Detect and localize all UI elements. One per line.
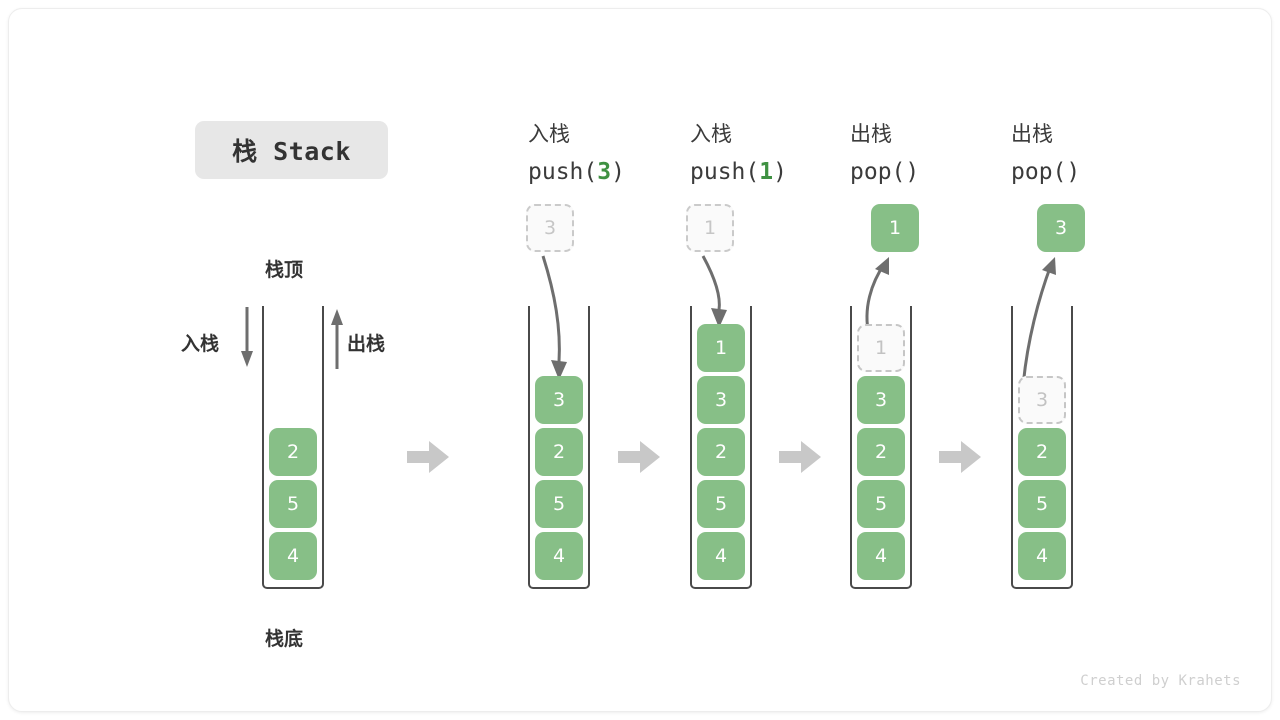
diagram-title-chip: 栈 Stack [195,121,388,179]
stack-2-cell: 5 [697,480,745,528]
column-op-label-4: 出栈 [1011,122,1053,146]
stack-2-cell: 3 [697,376,745,424]
column-code-label-1: push(3) [528,159,625,185]
column-code-label-2: push(1) [690,159,787,185]
push-direction-label: 入栈 [181,333,220,355]
flow-arrow-icon-3 [779,440,821,474]
stack-2-cell: 1 [697,324,745,372]
column-op-label-1: 入栈 [528,122,570,146]
stack-3-cell: 5 [857,480,905,528]
flow-arrow-icon-4 [939,440,981,474]
push-arrow-down-icon [237,307,257,369]
reference-stack-cell: 2 [269,428,317,476]
stack-2-cell: 2 [697,428,745,476]
column-header-1: 入栈 push(3) [528,115,708,191]
pop-direction-label: 出栈 [347,333,386,355]
credit-text: Created by Krahets [1080,673,1241,689]
pop-arrow-up-icon [327,307,347,369]
stack-1-cell: 4 [535,532,583,580]
page-title: 栈 Stack [232,137,351,166]
stack-3-cell: 4 [857,532,905,580]
column-header-2: 入栈 push(1) [690,115,870,191]
reference-stack-cell: 4 [269,532,317,580]
stack-2-cell: 4 [697,532,745,580]
motion-arrow-2 [699,254,739,330]
stack-4-cell: 4 [1018,532,1066,580]
column-code-label-4: pop() [1011,159,1081,185]
floating-value-4: 3 [1037,204,1085,252]
stack-4-cell: 3 [1018,376,1066,424]
stack-4-cell: 5 [1018,480,1066,528]
flow-arrow-icon-2 [618,440,660,474]
column-op-label-3: 出栈 [850,122,892,146]
column-op-label-2: 入栈 [690,122,732,146]
column-header-3: 出栈 pop() [850,115,1030,191]
stack-3-cell: 1 [857,324,905,372]
stack-3-cell: 2 [857,428,905,476]
column-code-label-3: pop() [850,159,920,185]
stack-3-cell: 3 [857,376,905,424]
column-header-4: 出栈 pop() [1011,115,1191,191]
stack-4-cell: 2 [1018,428,1066,476]
flow-arrow-icon-1 [407,440,449,474]
stack-1-cell: 2 [535,428,583,476]
stack-bottom-label: 栈底 [265,628,304,650]
floating-value-3: 1 [871,204,919,252]
floating-value-2: 1 [686,204,734,252]
floating-value-1: 3 [526,204,574,252]
stack-1-cell: 3 [535,376,583,424]
reference-stack-cell: 5 [269,480,317,528]
motion-arrow-1 [539,254,579,382]
motion-arrow-4 [1017,257,1065,389]
stack-top-label: 栈顶 [265,259,304,281]
stack-1-cell: 5 [535,480,583,528]
